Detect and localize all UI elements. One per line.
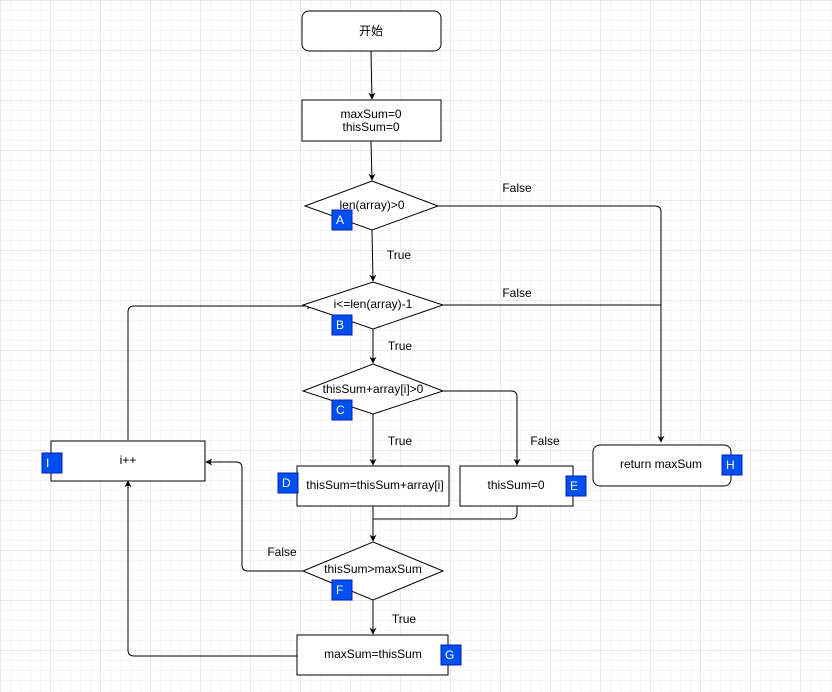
badge-f: F bbox=[331, 579, 353, 601]
init-shape bbox=[301, 99, 442, 142]
badge-b-shape bbox=[331, 314, 353, 336]
label-max-false: False bbox=[267, 545, 297, 559]
edge-sum-false bbox=[443, 390, 521, 466]
badge-f-label: F bbox=[336, 583, 343, 597]
badge-a-shape bbox=[331, 209, 353, 231]
check-len-label: len(array)>0 bbox=[339, 198, 404, 212]
reset-sum-node[interactable]: thisSum=0 bbox=[459, 465, 574, 507]
edges bbox=[124, 50, 665, 657]
badge-i-shape bbox=[41, 452, 63, 474]
label-sum-true: True bbox=[388, 434, 413, 448]
badge-b: B bbox=[331, 314, 353, 336]
edge-labels: False True False True True False False T… bbox=[267, 181, 560, 626]
edge-len-false bbox=[438, 205, 665, 443]
badge-c-shape bbox=[331, 399, 353, 421]
badge-b-label: B bbox=[336, 318, 344, 332]
badge-d-label: D bbox=[282, 476, 291, 490]
reset-sum-shape bbox=[459, 465, 574, 507]
badge-g-shape bbox=[440, 644, 462, 666]
add-sum-shape bbox=[296, 465, 450, 507]
start-node[interactable]: 开始 bbox=[301, 10, 442, 52]
badge-i: I bbox=[41, 452, 63, 474]
increment-label: i++ bbox=[120, 453, 137, 467]
update-max-label: maxSum=thisSum bbox=[324, 647, 422, 661]
badge-h-label: H bbox=[726, 458, 735, 472]
compare-max-node[interactable]: thisSum>maxSum bbox=[301, 541, 445, 601]
badges: A B C D E F G H bbox=[41, 209, 743, 666]
badge-f-shape bbox=[331, 579, 353, 601]
edge-increment-to-loop bbox=[127, 302, 314, 440]
label-sum-false: False bbox=[530, 434, 560, 448]
reset-sum-label: thisSum=0 bbox=[487, 478, 544, 492]
check-sum-node[interactable]: thisSum+array[i]>0 bbox=[301, 363, 445, 415]
label-loop-false: False bbox=[502, 286, 532, 300]
init-label-line2: thisSum=0 bbox=[342, 120, 399, 134]
loop-cond-label: i<=len(array)-1 bbox=[334, 297, 413, 311]
increment-shape bbox=[50, 440, 206, 482]
update-max-shape bbox=[296, 634, 449, 676]
badge-h: H bbox=[721, 454, 743, 476]
add-sum-label: thisSum=thisSum+array[i] bbox=[306, 478, 443, 492]
badge-g-label: G bbox=[445, 648, 454, 662]
init-node[interactable]: maxSum=0 thisSum=0 bbox=[301, 99, 442, 142]
badge-h-shape bbox=[721, 454, 743, 476]
return-max-label: return maxSum bbox=[620, 457, 702, 471]
edge-update-to-increment bbox=[124, 480, 297, 657]
edge-max-false bbox=[205, 458, 303, 572]
check-sum-label: thisSum+array[i]>0 bbox=[323, 382, 424, 396]
init-label-line1: maxSum=0 bbox=[340, 107, 401, 121]
label-len-true: True bbox=[387, 248, 412, 262]
return-max-node[interactable]: return maxSum bbox=[592, 444, 732, 487]
add-sum-node[interactable]: thisSum=thisSum+array[i] bbox=[296, 465, 450, 507]
check-len-node[interactable]: len(array)>0 bbox=[303, 180, 440, 231]
loop-cond-shape bbox=[301, 281, 445, 330]
badge-i-label: I bbox=[46, 456, 49, 470]
badge-g: G bbox=[440, 644, 462, 666]
edge-init-to-check-len bbox=[368, 140, 376, 181]
edge-reset-to-merge bbox=[373, 506, 518, 520]
badge-d-shape bbox=[277, 472, 299, 494]
badge-c-label: C bbox=[336, 403, 345, 417]
badge-e: E bbox=[565, 475, 587, 497]
compare-max-label: thisSum>maxSum bbox=[324, 562, 422, 576]
label-max-true: True bbox=[392, 612, 417, 626]
start-shape bbox=[301, 10, 442, 52]
badge-a-label: A bbox=[336, 213, 344, 227]
label-loop-true: True bbox=[388, 339, 413, 353]
badge-e-label: E bbox=[570, 479, 578, 493]
loop-cond-node[interactable]: i<=len(array)-1 bbox=[301, 281, 445, 330]
edge-start-to-init bbox=[368, 50, 376, 100]
update-max-node[interactable]: maxSum=thisSum bbox=[296, 634, 449, 676]
start-label: 开始 bbox=[359, 24, 383, 38]
increment-node[interactable]: i++ bbox=[50, 440, 206, 482]
label-len-false: False bbox=[502, 181, 532, 195]
badge-a: A bbox=[331, 209, 353, 231]
badge-e-shape bbox=[565, 475, 587, 497]
badge-d: D bbox=[277, 472, 299, 494]
badge-c: C bbox=[331, 399, 353, 421]
edge-len-true bbox=[369, 229, 377, 282]
